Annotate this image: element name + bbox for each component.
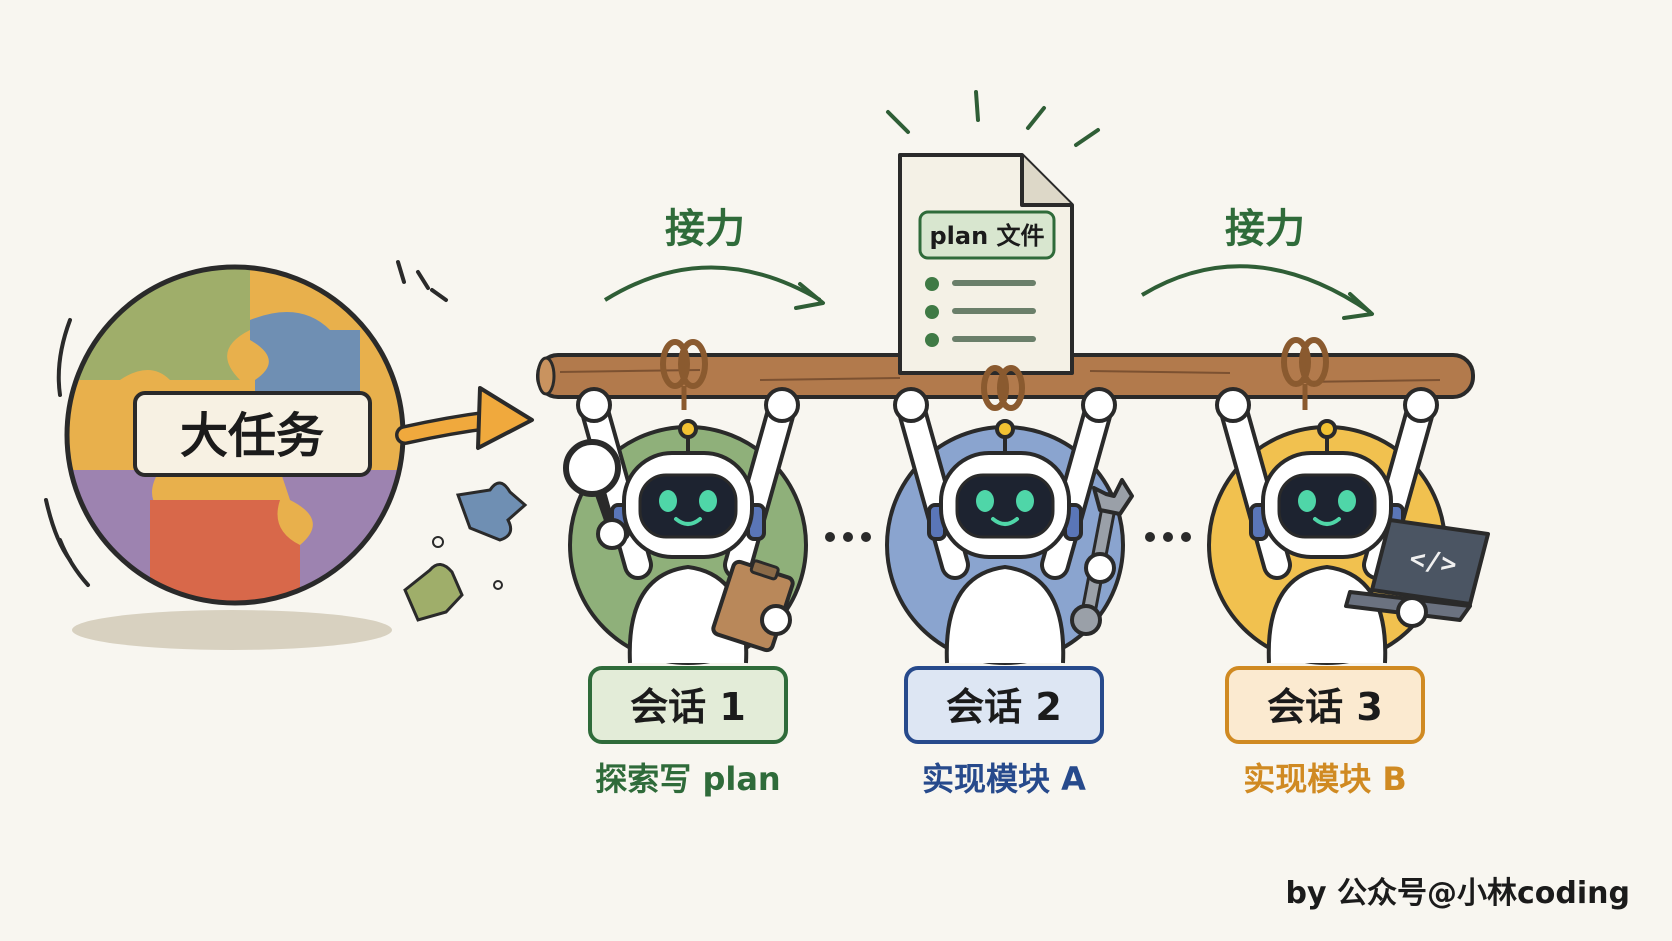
robot-hand-right bbox=[1081, 387, 1117, 423]
robot-eye-right bbox=[1338, 490, 1356, 512]
session-2-card: 会话 2 实现模块 A bbox=[904, 666, 1104, 798]
rope-loops bbox=[660, 337, 1329, 411]
puzzle-piece-green bbox=[67, 267, 250, 380]
motion-lines bbox=[44, 260, 448, 587]
robot-hand-left bbox=[1215, 387, 1251, 423]
plan-document-label-box bbox=[918, 210, 1056, 260]
magnifier-lens bbox=[563, 439, 621, 497]
laptop-code-glyph: </> bbox=[1408, 544, 1459, 580]
robot-face-screen bbox=[1277, 473, 1377, 539]
big-task-label-box bbox=[133, 391, 372, 477]
session-2-title: 会话 2 bbox=[946, 685, 1062, 729]
robot-hand-right bbox=[1403, 387, 1439, 423]
robot-antenna-tip bbox=[995, 419, 1015, 439]
puzzle-piece-purple-right bbox=[280, 470, 403, 603]
session-3-title: 会话 3 bbox=[1267, 685, 1383, 729]
session-1-title: 会话 1 bbox=[630, 685, 746, 729]
robot-eye-left bbox=[976, 490, 994, 512]
session-1-robot bbox=[563, 387, 808, 665]
robot-eye-right bbox=[699, 490, 717, 512]
task-arrow-head bbox=[476, 386, 534, 450]
plan-document: plan 文件 bbox=[886, 90, 1100, 375]
robot-antenna-tip bbox=[1317, 419, 1337, 439]
big-task-label: 大任务 bbox=[180, 408, 324, 464]
big-task-ball: 大任务 bbox=[44, 260, 534, 650]
robot-eye-left bbox=[659, 490, 677, 512]
robot-smile bbox=[991, 517, 1019, 526]
loose-puzzle-piece-green bbox=[403, 563, 464, 622]
wrench-ring bbox=[1070, 604, 1102, 636]
puzzle-piece-blue bbox=[250, 312, 360, 410]
session-2-subtitle: 实现模块 A bbox=[922, 760, 1086, 798]
robot-smile bbox=[674, 517, 702, 526]
robot-face-screen bbox=[955, 473, 1055, 539]
robot-antenna-tip bbox=[678, 419, 698, 439]
robot-hand-left bbox=[893, 387, 929, 423]
session-3-card: 会话 3 实现模块 B bbox=[1225, 666, 1425, 798]
session-1-card: 会话 1 探索写 plan bbox=[588, 666, 788, 798]
robot-face-screen bbox=[638, 473, 738, 539]
session-3-subtitle: 实现模块 B bbox=[1243, 760, 1407, 798]
plan-document-label: plan 文件 bbox=[929, 222, 1044, 250]
loose-puzzle-piece-blue bbox=[455, 481, 528, 542]
robot-hand-holding-magnifier bbox=[596, 518, 628, 550]
relay-arrow-right: 接力 bbox=[1140, 206, 1374, 320]
relay-label-left: 接力 bbox=[665, 206, 745, 252]
robot-hand-left bbox=[576, 387, 612, 423]
robot-body bbox=[944, 564, 1066, 664]
session-1-subtitle: 探索写 plan bbox=[595, 760, 780, 798]
ball-shadow bbox=[72, 610, 392, 650]
robot-hand-right bbox=[764, 387, 800, 423]
robot-eye-right bbox=[1016, 490, 1034, 512]
robot-hand-holding-clipboard bbox=[760, 604, 792, 636]
credit-line: by 公众号@小林coding bbox=[1285, 876, 1630, 911]
session-2-robot bbox=[885, 387, 1134, 665]
session-3-robot: </> bbox=[1207, 387, 1490, 665]
puzzle-piece-red bbox=[150, 500, 300, 603]
robot-smile bbox=[1313, 517, 1341, 526]
relay-arrow-left: 接力 bbox=[603, 206, 825, 310]
robot-hand-holding-wrench bbox=[1084, 552, 1116, 584]
robot-eye-left bbox=[1298, 490, 1316, 512]
wrench-head bbox=[1092, 478, 1134, 516]
plan-document-bullets bbox=[925, 277, 1036, 347]
relay-label-right: 接力 bbox=[1225, 206, 1305, 252]
document-sparkle-lines bbox=[886, 90, 1100, 147]
robot-hand-holding-laptop bbox=[1396, 596, 1428, 628]
clipboard-clip bbox=[749, 559, 780, 581]
session-connectors bbox=[825, 532, 1191, 542]
